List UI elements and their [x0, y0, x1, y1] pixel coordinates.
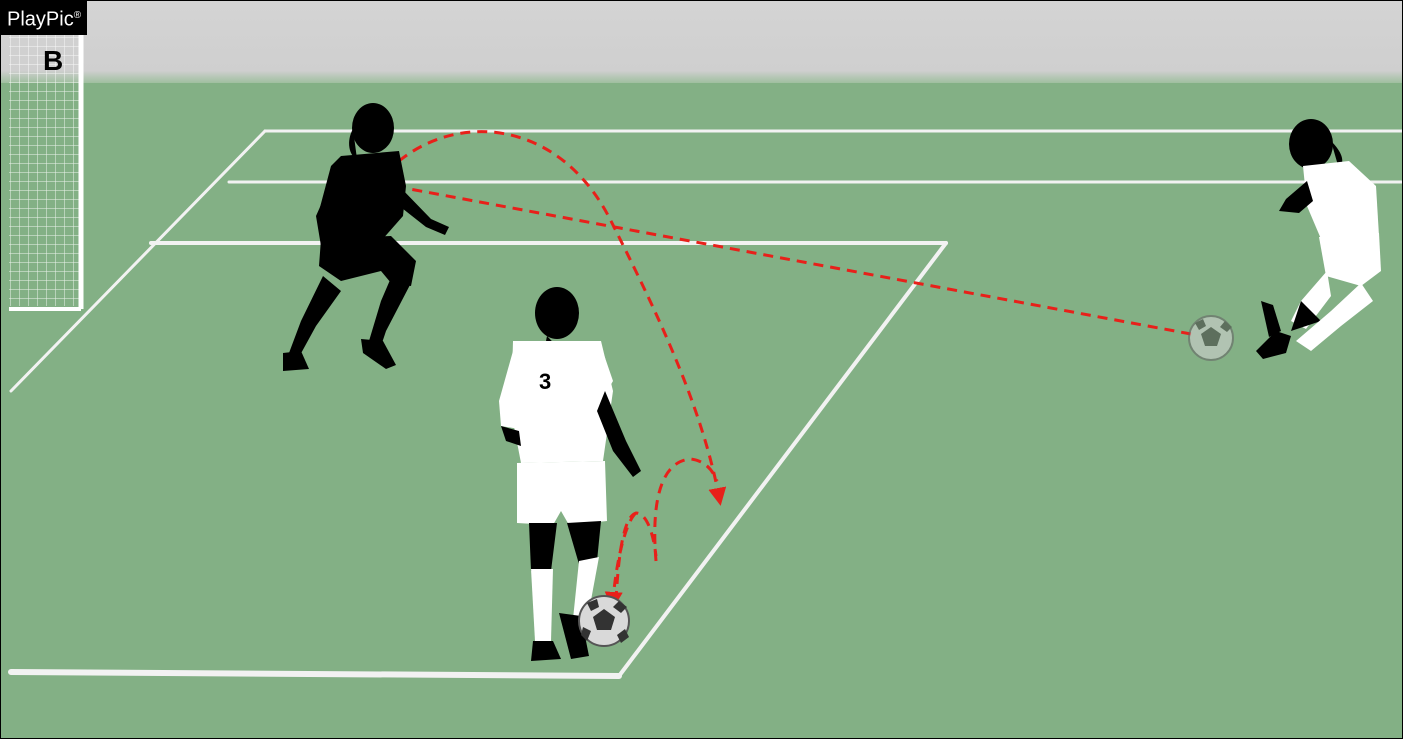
ball-trajectories — [373, 132, 1191, 601]
bounce-arc-3 — [613, 513, 636, 601]
player-number: 3 — [539, 369, 551, 394]
kicker-silhouette — [1256, 119, 1381, 359]
bounce-arc-1 — [655, 459, 717, 561]
soccer-ball-icon — [1189, 316, 1233, 360]
registered-mark: ® — [74, 10, 81, 21]
bounce-arc-2 — [616, 513, 656, 601]
field-lines — [11, 131, 1402, 676]
brand-name: PlayPic — [7, 9, 74, 31]
player-silhouette-icon — [283, 103, 449, 371]
soccer-ball-icon — [579, 596, 629, 646]
brand-badge: PlayPic® — [1, 1, 87, 35]
straight-pass-line — [399, 187, 1191, 334]
diagram-label: B — [43, 45, 63, 77]
